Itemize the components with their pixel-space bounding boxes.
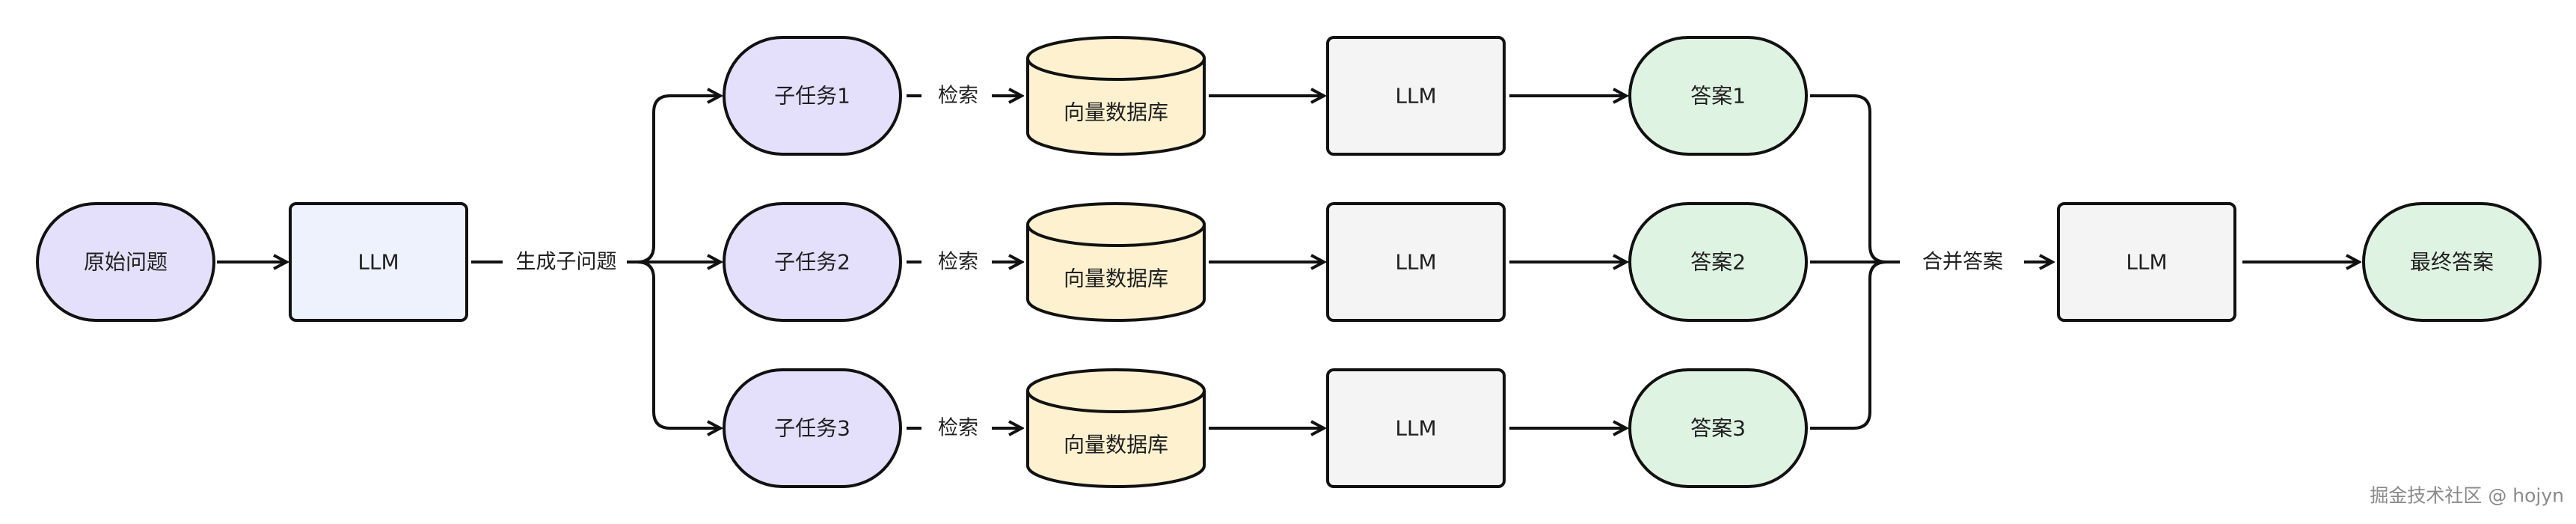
retrieve-1-label: 检索 — [938, 85, 978, 108]
llm-main-label: LLM — [358, 250, 399, 275]
llm-1-node — [1326, 36, 1506, 156]
answer-1-label: 答案1 — [1690, 84, 1746, 109]
subtask-1-node — [723, 36, 902, 156]
vector-db-1-label: 向量数据库 — [1064, 100, 1168, 125]
vector-db-2-top — [1026, 202, 1206, 247]
branch-fork-upper — [637, 96, 720, 263]
final-answer-label: 最终答案 — [2410, 250, 2494, 275]
vector-db-1-top — [1026, 36, 1206, 81]
vector-db-3-label: 向量数据库 — [1064, 433, 1168, 457]
vector-db-3-body — [1026, 391, 1206, 488]
answer-3-label: 答案3 — [1690, 416, 1746, 441]
vector-db-2-node: 向量数据库 — [1026, 202, 1206, 322]
original-question-label: 原始问题 — [84, 250, 168, 275]
answer-2-label: 答案2 — [1690, 250, 1746, 275]
llm-2-node — [1326, 202, 1506, 322]
branch-fork-lower — [637, 261, 720, 428]
subtask-2-label: 子任务2 — [774, 250, 850, 275]
subtask-3-node — [723, 368, 902, 488]
watermark-text: 掘金技术社区 @ hojyn — [2370, 485, 2564, 507]
vector-db-1-body — [1026, 58, 1206, 156]
llm-main-node — [289, 202, 468, 322]
llm-2-label: LLM — [1395, 250, 1436, 275]
vector-db-2-label: 向量数据库 — [1064, 266, 1168, 291]
llm-final-label: LLM — [2126, 250, 2167, 275]
vector-db-3-node: 向量数据库 — [1026, 368, 1206, 488]
original-question-node — [36, 202, 215, 322]
connectors — [217, 96, 2359, 428]
generate-subquestions-label: 生成子问题 — [516, 251, 617, 274]
vector-db-2-body — [1026, 225, 1206, 322]
merge-answers-label: 合并答案 — [1922, 251, 2003, 274]
merge-upper — [1810, 94, 1887, 263]
llm-1-label: LLM — [1395, 84, 1436, 109]
llm-3-node — [1326, 368, 1506, 488]
vector-db-1-node: 向量数据库 — [1026, 36, 1206, 156]
subtask-1-label: 子任务1 — [774, 84, 850, 109]
vector-db-3-top — [1026, 368, 1206, 413]
retrieve-3-label: 检索 — [938, 417, 978, 440]
nodes: 原始问题 LLM 子任务1 子任务2 子任务3 向量数据库 向量数据库 向量数据… — [36, 36, 2542, 488]
llm-final-node — [2057, 202, 2236, 322]
answer-2-node — [1628, 202, 1808, 322]
retrieve-2-label: 检索 — [938, 251, 978, 274]
edge-labels: 生成子问题 检索 检索 检索 合并答案 — [516, 85, 2004, 440]
llm-3-label: LLM — [1395, 416, 1436, 441]
merge-lower — [1810, 261, 1887, 430]
answer-3-node — [1628, 368, 1808, 488]
subtask-2-node — [723, 202, 902, 322]
answer-1-node — [1628, 36, 1808, 156]
subtask-3-label: 子任务3 — [774, 416, 850, 441]
final-answer-node — [2362, 202, 2542, 322]
